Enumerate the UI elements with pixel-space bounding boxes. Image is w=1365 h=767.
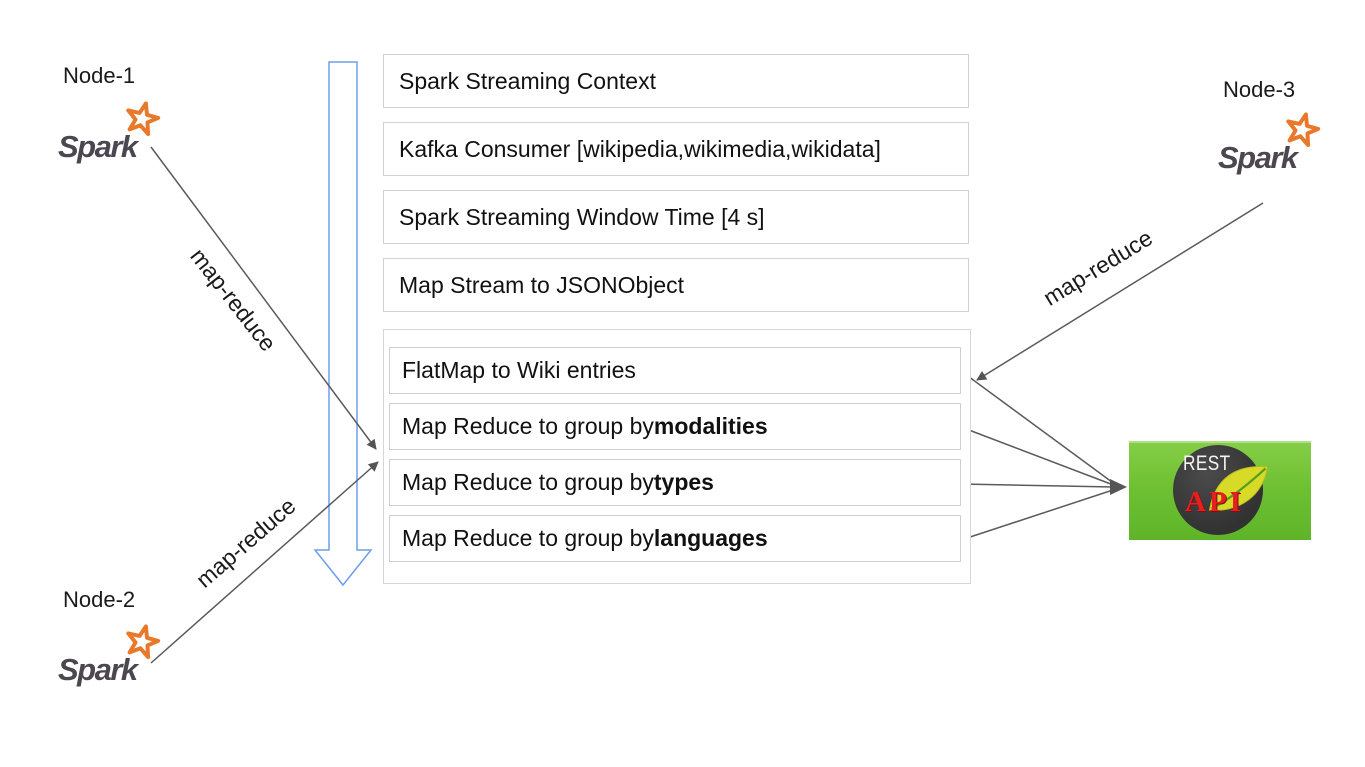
- box-label-bold: modalities: [653, 413, 768, 439]
- spark-star-icon: [1286, 112, 1321, 148]
- box-label-bold: languages: [653, 525, 768, 551]
- box-flatmap-wiki: FlatMap to Wiki entries: [389, 347, 961, 394]
- fan-line-languages: [960, 488, 1117, 541]
- spark-logo-text: Spark: [58, 129, 138, 164]
- spark-star-icon: [126, 101, 161, 137]
- rest-label: REST: [1183, 452, 1231, 475]
- spark-logo-node3: Spark: [1218, 112, 1321, 175]
- box-label: Kafka Consumer [wikipedia,wikimedia,wiki…: [399, 135, 881, 162]
- spark-logo-text: Spark: [1218, 140, 1298, 175]
- box-label: Map Reduce to group by: [402, 525, 654, 551]
- box-spark-streaming-context: Spark Streaming Context: [383, 54, 969, 108]
- spark-logo-text: Spark: [58, 652, 138, 687]
- edge-node2-line: [150, 461, 379, 664]
- spark-logo-node1: Spark: [58, 101, 161, 164]
- box-label: Map Stream to JSONObject: [399, 271, 685, 298]
- spark-logo-node2: Spark: [58, 624, 161, 687]
- node3-label: Node-3: [1223, 77, 1296, 102]
- box-group-by-modalities: Map Reduce to group by modalities: [389, 403, 961, 450]
- box-label-bold: types: [653, 469, 714, 495]
- api-label: API: [1185, 486, 1244, 518]
- box-kafka-consumer: Kafka Consumer [wikipedia,wikimedia,wiki…: [383, 122, 969, 176]
- box-label: FlatMap to Wiki entries: [402, 357, 636, 383]
- node1-label: Node-1: [63, 63, 136, 88]
- edge-node1-line: [150, 146, 377, 450]
- node2-label: Node-2: [63, 587, 136, 612]
- box-group-by-types: Map Reduce to group by types: [389, 459, 961, 506]
- box-window-time: Spark Streaming Window Time [4 s]: [383, 190, 969, 244]
- box-label: Map Reduce to group by: [402, 413, 654, 439]
- box-map-stream-json: Map Stream to JSONObject: [383, 258, 969, 312]
- box-group-by-languages: Map Reduce to group by languages: [389, 515, 961, 562]
- leaf-icon: [1208, 466, 1269, 511]
- edge-node3-line: [976, 202, 1264, 381]
- box-label: Spark Streaming Window Time [4 s]: [399, 203, 765, 230]
- box-label: Map Reduce to group by: [402, 469, 654, 495]
- down-arrow-icon: [313, 61, 373, 587]
- fan-arrowhead-icon: [1110, 479, 1127, 495]
- spark-star-icon: [126, 624, 161, 660]
- fan-line-flatmap: [960, 370, 1117, 486]
- fan-line-modalities: [960, 426, 1117, 487]
- fan-line-types: [960, 483, 1115, 488]
- rest-api-logo: REST API: [1129, 441, 1311, 540]
- box-label: Spark Streaming Context: [399, 67, 656, 94]
